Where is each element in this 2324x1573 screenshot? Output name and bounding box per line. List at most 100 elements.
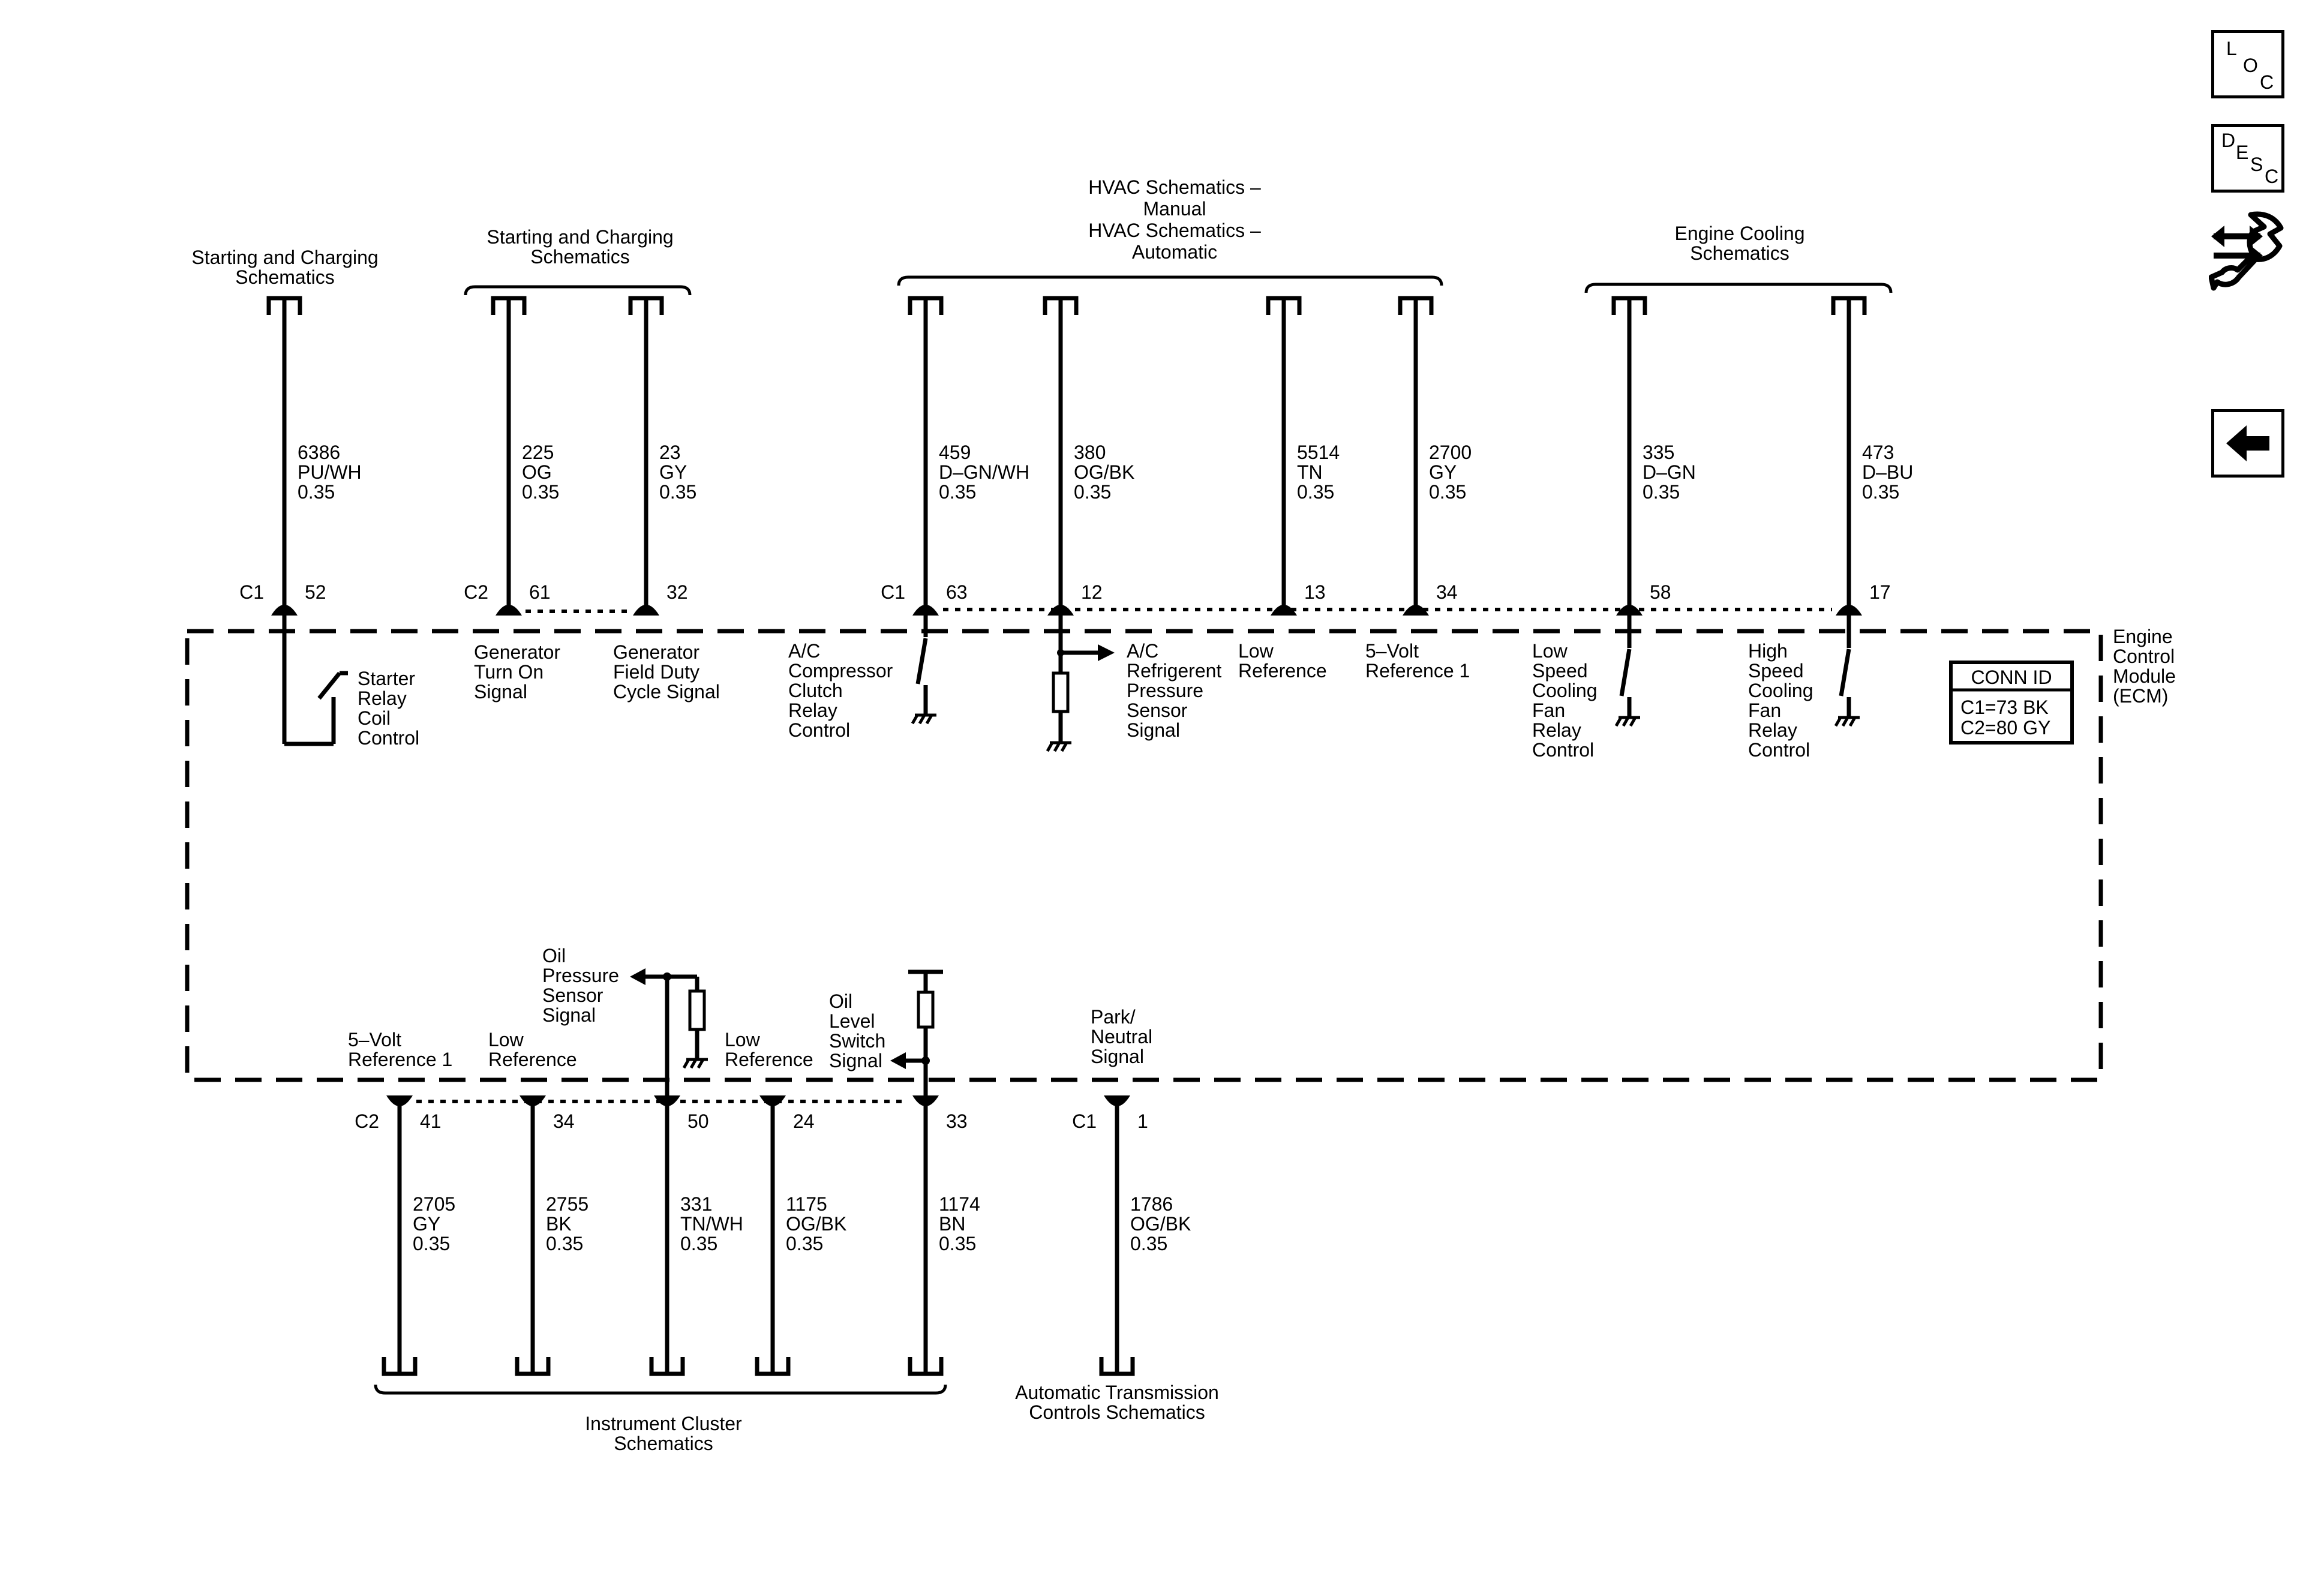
circuit-number-c1174: 1174	[939, 1193, 980, 1215]
function-high-fan-4: Relay	[1748, 719, 1797, 741]
ecm-label-2: Module	[2113, 665, 2176, 687]
bottom-terminal-c2755	[515, 1357, 551, 1376]
function-low-fan-4: Relay	[1532, 719, 1581, 741]
pin-c331	[654, 1095, 680, 1106]
function-gen-turn-on-0: Generator	[474, 641, 560, 663]
wire-color-c459: D–GN/WH	[939, 461, 1029, 483]
pin-number-c225: 61	[529, 581, 551, 603]
desc-letter-e: E	[2236, 142, 2249, 163]
pin-c1786	[1104, 1095, 1130, 1106]
starter-switch-blade	[317, 671, 341, 700]
wire-color-c2700: GY	[1429, 461, 1457, 483]
ac-press-arrow-icon	[1098, 644, 1115, 661]
wire-color-c1175: OG/BK	[786, 1213, 846, 1235]
back-button[interactable]	[2211, 409, 2284, 478]
function-low-fan-0: Low	[1532, 640, 1568, 662]
dest-hvac-2: HVAC Schematics –	[1088, 220, 1261, 241]
back-arrow-icon	[2226, 425, 2269, 461]
bracket-engine-cooling	[1584, 283, 1893, 293]
oil-level-arrow-icon	[890, 1052, 906, 1069]
function-ac-comp-2: Clutch	[788, 680, 843, 701]
pin-number-c335: 58	[1650, 581, 1671, 603]
pin-number-c23: 32	[666, 581, 688, 603]
dest-starting-charging-2-0: Starting and Charging	[487, 226, 673, 248]
function-low-ref-bottom-1-0: Low	[488, 1029, 524, 1050]
dest-instrument-cluster-1: Schematics	[614, 1433, 713, 1454]
ac-comp-switch	[915, 638, 928, 685]
connector-c1786: C1	[1072, 1110, 1097, 1132]
function-oil-pressure-1: Pressure	[542, 965, 619, 986]
ac-press-resistor	[1052, 671, 1070, 713]
location-button[interactable]: L O C	[2211, 30, 2284, 98]
dest-auto-trans-1: Controls Schematics	[1029, 1401, 1205, 1423]
pin-c473	[1836, 605, 1862, 616]
function-high-fan-1: Speed	[1748, 660, 1804, 682]
function-oil-pressure-3: Signal	[542, 1004, 596, 1026]
wire-gauge-c459: 0.35	[939, 481, 976, 503]
function-low-ref-bottom-1-1: Reference	[488, 1049, 577, 1070]
wire-gauge-c225: 0.35	[522, 481, 559, 503]
pin-number-c2705: 41	[420, 1110, 442, 1132]
function-high-fan-0: High	[1748, 640, 1788, 662]
function-oil-level-0: Oil	[829, 990, 852, 1012]
pin-number-c380: 12	[1081, 581, 1103, 603]
pin-c380	[1047, 605, 1074, 616]
function-starter-0: Starter	[358, 668, 415, 689]
wire-gauge-c331: 0.35	[680, 1233, 717, 1254]
wire-color-c6386: PU/WH	[298, 461, 362, 483]
ecm-label-3: (ECM)	[2113, 685, 2168, 707]
dest-instrument-cluster-0: Instrument Cluster	[585, 1413, 742, 1434]
circuit-number-c459: 459	[939, 442, 971, 463]
circuit-number-c225: 225	[522, 442, 554, 463]
function-low-ref-bottom-2-1: Reference	[725, 1049, 813, 1070]
desc-letter-s: S	[2250, 154, 2263, 175]
connector-c2705: C2	[355, 1110, 379, 1132]
circuit-number-c6386: 6386	[298, 442, 340, 463]
loc-letter-c: C	[2260, 71, 2274, 93]
pin-number-c1175: 24	[793, 1110, 815, 1132]
wire-gauge-c335: 0.35	[1643, 481, 1680, 503]
function-park-neutral-1: Neutral	[1091, 1026, 1152, 1047]
function-oil-level-3: Signal	[829, 1050, 882, 1071]
loc-letter-o: O	[2243, 55, 2258, 76]
dest-engine-cooling-0: Engine Cooling	[1674, 223, 1804, 244]
ac-press-ground-symbol	[1046, 741, 1071, 752]
wire-gauge-c23: 0.35	[659, 481, 696, 503]
pin-number-c1786: 1	[1137, 1110, 1148, 1132]
pin-c1175	[759, 1095, 786, 1106]
circuit-number-c1175: 1175	[786, 1193, 827, 1215]
wire-color-c1786: OG/BK	[1130, 1213, 1191, 1235]
function-gen-field-2: Cycle Signal	[613, 681, 720, 703]
pin-number-c2700: 34	[1436, 581, 1458, 603]
circuit-number-c2705: 2705	[413, 1193, 455, 1215]
wire-gauge-c6386: 0.35	[298, 481, 335, 503]
wire-gauge-c1174: 0.35	[939, 1233, 976, 1254]
function-ac-comp-0: A/C	[788, 640, 820, 662]
wire-color-c335: D–GN	[1643, 461, 1696, 483]
circuit-number-c331: 331	[680, 1193, 712, 1215]
function-park-neutral-0: Park/	[1091, 1006, 1136, 1028]
circuit-number-c473: 473	[1862, 442, 1894, 463]
function-ac-press-3: Sensor	[1127, 700, 1188, 721]
function-low-fan-2: Cooling	[1532, 680, 1598, 701]
description-button[interactable]: D E S C	[2211, 124, 2284, 193]
function-gen-field-1: Field Duty	[613, 661, 699, 683]
function-low-ref-top-0: Low	[1238, 640, 1274, 662]
bracket-instrument-cluster	[374, 1384, 947, 1395]
wire-color-c1174: BN	[939, 1213, 965, 1235]
function-ac-comp-3: Relay	[788, 700, 837, 721]
bracket-hvac	[897, 275, 1443, 286]
function-oil-level-2: Switch	[829, 1030, 885, 1052]
wire-gauge-c380: 0.35	[1074, 481, 1111, 503]
function-oil-pressure-2: Sensor	[542, 984, 603, 1006]
bottom-terminal-c331	[649, 1357, 685, 1376]
oil-press-resistor	[688, 989, 706, 1031]
connector-c225: C2	[464, 581, 488, 603]
function-5v-ref-bottom-0: 5–Volt	[348, 1029, 401, 1050]
bracket-starting-charging-2	[464, 285, 692, 296]
wrench-arrows-icon[interactable]	[2208, 210, 2287, 300]
dest-starting-charging-2-1: Schematics	[530, 246, 629, 268]
dest-hvac-1: Manual	[1143, 198, 1206, 220]
bottom-terminal-c1174	[908, 1357, 944, 1376]
